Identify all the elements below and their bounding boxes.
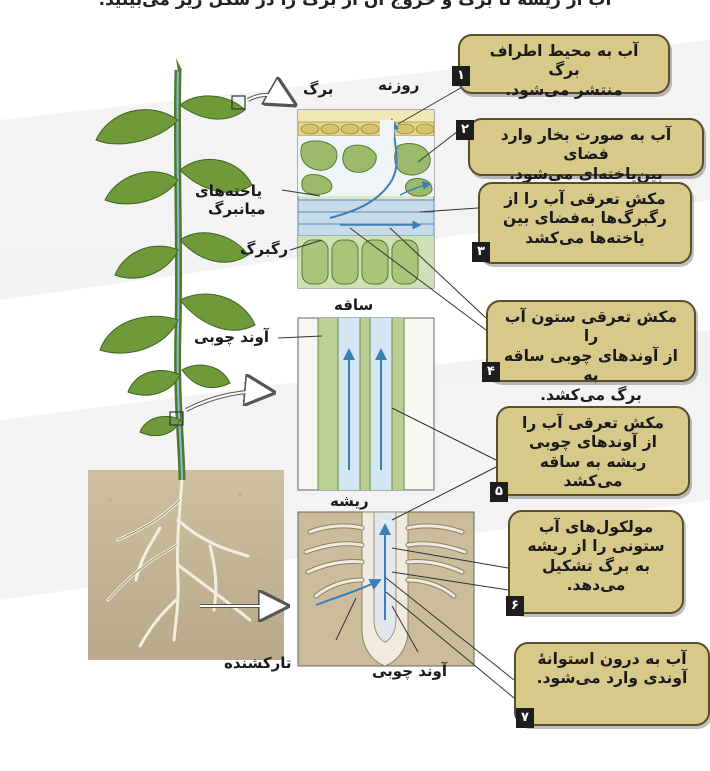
callout-7-number: ۷ [516, 708, 534, 728]
label-root: ریشه [330, 492, 369, 510]
callout-3-line-1: مکش تعرقی آب را از [492, 190, 678, 209]
callout-3-line-2: رگبرگ‌ها به‌فضای بین [492, 209, 678, 228]
callout-6-line-4: می‌دهد. [522, 576, 670, 595]
callout-6-number: ۶ [506, 596, 524, 616]
label-root-hair: تارکشنده [224, 654, 292, 672]
callout-3-line-3: یاخته‌ها می‌کشد [492, 229, 678, 248]
callout-7-line-1: آب به درون استوانهٔ [528, 650, 696, 669]
callout-4: مکش تعرقی ستون آب را از آوندهای چوبی ساق… [486, 300, 696, 382]
callout-1: آب به محیط اطراف برگ منتشر می‌شود. [458, 34, 670, 94]
callout-6-line-2: ستونی را از ریشه [522, 537, 670, 556]
callout-2: آب به صورت بخار وارد فضای بین‌یاخته‌ای م… [468, 118, 704, 176]
callout-6-line-1: مولکول‌های آب [522, 518, 670, 537]
callout-2-number: ۲ [456, 120, 474, 140]
callout-4-line-3: برگ می‌کشد. [500, 386, 682, 405]
label-vein: رگبرگ [240, 240, 288, 258]
label-leaf: برگ [303, 80, 333, 98]
stem-cross-section [298, 318, 434, 490]
callout-7-line-2: آوندی وارد می‌شود. [528, 669, 696, 688]
callout-4-number: ۴ [482, 362, 500, 382]
leaf-cross-section [298, 110, 434, 288]
callout-7: آب به درون استوانهٔ آوندی وارد می‌شود. [514, 642, 710, 726]
callout-5-number: ۵ [490, 482, 508, 502]
callout-5-line-3: ریشه به ساقه می‌کشد [510, 453, 676, 492]
callout-1-line-1: آب به محیط اطراف برگ [472, 42, 656, 81]
callout-4-line-2: از آوندهای چوبی ساقه به [500, 347, 682, 386]
callout-1-number: ۱ [452, 66, 470, 86]
callout-5-line-2: از آوندهای چوبی [510, 433, 676, 452]
callout-5-line-1: مکش تعرقی آب را [510, 414, 676, 433]
label-mesophyll-1: یاخته‌های [195, 182, 262, 200]
soil [88, 470, 284, 660]
callout-1-line-2: منتشر می‌شود. [472, 81, 656, 100]
callout-3: مکش تعرقی آب را از رگبرگ‌ها به‌فضای بین … [478, 182, 692, 264]
label-xylem-stem: آوند چوبی [194, 328, 269, 346]
label-stoma: روزنه [378, 76, 419, 94]
label-mesophyll-2: میانبرگ [208, 200, 266, 218]
callout-3-number: ۳ [472, 242, 490, 262]
callout-5: مکش تعرقی آب را از آوندهای چوبی ریشه به … [496, 406, 690, 496]
label-xylem-root: آوند چوبی [372, 662, 447, 680]
callout-6-line-3: به برگ تشکیل [522, 557, 670, 576]
callout-2-line-1: آب به صورت بخار وارد فضای [482, 126, 690, 165]
label-stem: ساقه [334, 296, 373, 314]
callout-4-line-1: مکش تعرقی ستون آب را [500, 308, 682, 347]
callout-6: مولکول‌های آب ستونی را از ریشه به برگ تش… [508, 510, 684, 614]
